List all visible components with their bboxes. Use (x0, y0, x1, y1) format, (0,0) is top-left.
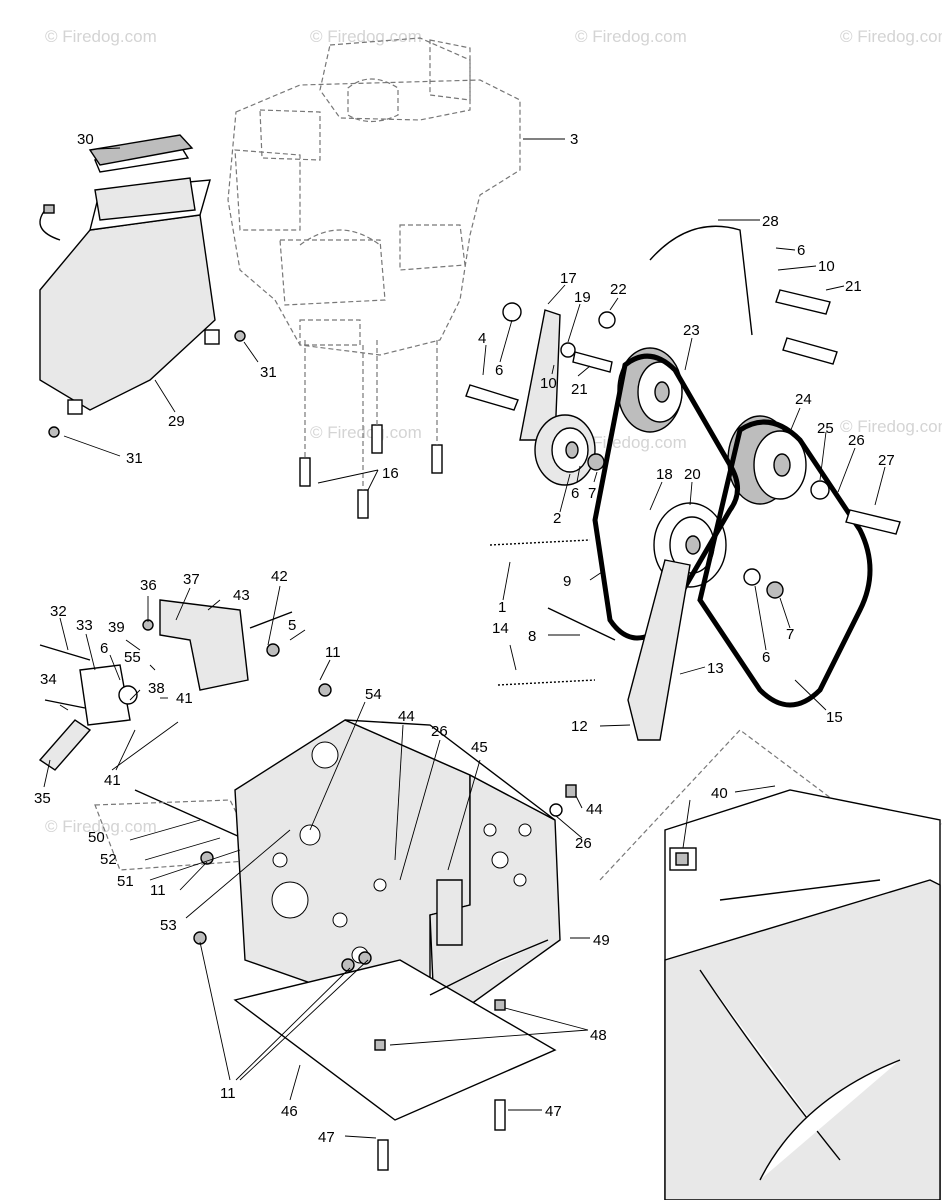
engine-shroud (39, 134, 246, 438)
watermark-text: © Firedog.com (840, 417, 942, 436)
watermark-text: © Firedog.com (45, 27, 157, 46)
callout-19: 19 (574, 289, 591, 306)
callout-11: 11 (150, 882, 166, 899)
callout-55: 55 (124, 649, 141, 666)
callout-43: 43 (233, 587, 250, 604)
callout-9: 9 (563, 573, 571, 590)
callout-26: 26 (575, 835, 592, 852)
callout-23: 23 (683, 322, 700, 339)
callout-20: 20 (684, 466, 701, 483)
callout-22: 22 (610, 281, 627, 298)
callout-21: 21 (845, 278, 862, 295)
callout-labels: 30 3 28 6 10 21 17 22 19 4 6 10 21 23 31… (34, 131, 895, 1146)
callout-30: 30 (77, 131, 94, 148)
callout-7: 7 (588, 485, 596, 502)
callout-17: 17 (560, 270, 577, 287)
callout-44: 44 (586, 801, 603, 818)
callout-18: 18 (656, 466, 673, 483)
bolt-set-16 (299, 340, 443, 519)
callout-16: 16 (382, 465, 399, 482)
callout-27: 27 (878, 452, 895, 469)
bottom-bolts (142, 619, 577, 1171)
callout-35: 35 (34, 790, 51, 807)
callout-28: 28 (762, 213, 779, 230)
callout-3: 3 (570, 131, 578, 148)
callout-5: 5 (288, 617, 296, 634)
callout-7: 7 (786, 626, 794, 643)
watermark-text: © Firedog.com (310, 27, 422, 46)
callout-14: 14 (492, 620, 509, 637)
leader-lines (43, 138, 886, 1139)
callout-10: 10 (540, 375, 557, 392)
watermark-text: © Firedog.com (575, 433, 687, 452)
watermark-text: © Firedog.com (45, 817, 157, 836)
callout-24: 24 (795, 391, 812, 408)
callout-34: 34 (40, 671, 57, 688)
callout-45: 45 (471, 739, 488, 756)
callout-8: 8 (528, 628, 536, 645)
callout-6: 6 (762, 649, 770, 666)
callout-53: 53 (160, 917, 177, 934)
callout-29: 29 (168, 413, 185, 430)
callout-6: 6 (495, 362, 503, 379)
callout-50: 50 (88, 829, 105, 846)
callout-6: 6 (100, 640, 108, 657)
callout-36: 36 (140, 577, 157, 594)
callout-47: 47 (545, 1103, 562, 1120)
callout-10: 10 (818, 258, 835, 275)
drive-pulley-assembly (465, 225, 901, 741)
callout-21: 21 (571, 381, 588, 398)
callout-26: 26 (431, 723, 448, 740)
callout-44: 44 (398, 708, 415, 725)
callout-4: 4 (478, 330, 486, 347)
callout-13: 13 (707, 660, 724, 677)
callout-52: 52 (100, 851, 117, 868)
callout-47: 47 (318, 1129, 335, 1146)
callout-31: 31 (260, 364, 277, 381)
callout-40: 40 (711, 785, 728, 802)
watermark-text: © Firedog.com (575, 27, 687, 46)
callout-2: 2 (553, 510, 561, 527)
callout-41: 41 (176, 690, 193, 707)
callout-41: 41 (104, 772, 121, 789)
callout-12: 12 (571, 718, 588, 735)
callout-31: 31 (126, 450, 143, 467)
callout-26: 26 (848, 432, 865, 449)
callout-48: 48 (590, 1027, 607, 1044)
callout-11: 11 (220, 1085, 236, 1102)
callout-42: 42 (271, 568, 288, 585)
callout-6: 6 (571, 485, 579, 502)
callout-38: 38 (148, 680, 165, 697)
engine-phantom (227, 37, 521, 356)
watermark-text: © Firedog.com (840, 27, 942, 46)
callout-54: 54 (365, 686, 382, 703)
callout-39: 39 (108, 619, 125, 636)
callout-49: 49 (593, 932, 610, 949)
callout-32: 32 (50, 603, 67, 620)
callout-25: 25 (817, 420, 834, 437)
watermark-text: © Firedog.com (310, 423, 422, 442)
callout-11: 11 (325, 644, 341, 661)
auger-housing (599, 729, 941, 1200)
callout-33: 33 (76, 617, 93, 634)
callout-15: 15 (826, 709, 843, 726)
callout-51: 51 (117, 873, 134, 890)
main-frame (233, 719, 561, 1121)
callout-6: 6 (797, 242, 805, 259)
callout-46: 46 (281, 1103, 298, 1120)
callout-1: 1 (498, 599, 506, 616)
clutch-bracket-assembly (38, 599, 293, 871)
callout-37: 37 (183, 571, 200, 588)
